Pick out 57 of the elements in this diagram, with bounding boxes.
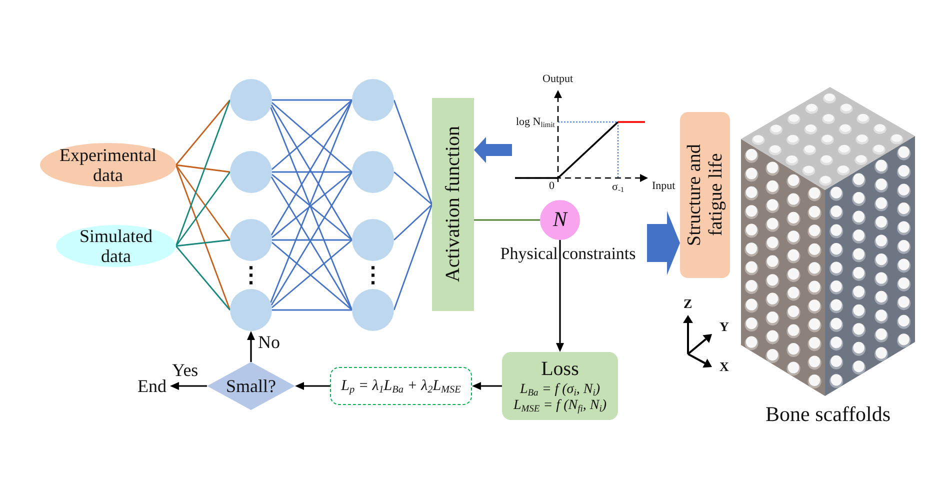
- connector-line: [393, 100, 433, 205]
- arrow: [295, 382, 330, 390]
- axis-title: Output: [542, 74, 574, 84]
- axis-label: X: [720, 360, 729, 372]
- connector-line: [272, 309, 352, 311]
- connector-line: [175, 164, 231, 240]
- box-heading: Loss: [541, 358, 579, 381]
- input-ellipse: Experimental data: [40, 143, 176, 187]
- end-text: End: [134, 375, 170, 397]
- neuron-circle: [230, 289, 272, 331]
- connector-line: [394, 204, 432, 241]
- connector-line: [176, 164, 230, 173]
- process-box: Activation function: [432, 98, 474, 311]
- axis-label: Z: [684, 296, 692, 310]
- tick-label: 0: [549, 180, 554, 192]
- neuron-circle: [230, 79, 272, 121]
- tick-label: σ$_{-1}$: [612, 182, 624, 192]
- loss-box: [502, 352, 618, 420]
- connector-line: [175, 100, 231, 166]
- edge-label: No: [257, 333, 281, 351]
- formula-box: L$_{p}$ = λ$_{1}$L$_{Ba}$ + λ$_{2}$L$_{MSE}$: [330, 367, 472, 405]
- neuron-circle: [352, 219, 394, 261]
- arrow: [170, 382, 207, 390]
- formula-text: L$_{Ba}$ = f (σ$_{i}$, N$_{i}$): [520, 382, 600, 398]
- axis-title: Input: [652, 180, 676, 192]
- arrow: [472, 382, 502, 390]
- constraint-circle: N: [540, 200, 580, 240]
- edge-label: Yes: [171, 361, 200, 379]
- connector-line: [393, 204, 433, 310]
- arrow: [247, 331, 255, 362]
- connector-line: [175, 246, 231, 310]
- formula-text: L$_{MSE}$ = f (N$_{fi}$, N$_{i}$): [513, 398, 607, 414]
- neuron-circle: [352, 289, 394, 331]
- connector-line: [176, 239, 230, 247]
- connector-line: [175, 164, 231, 310]
- connector-line: [394, 171, 432, 206]
- ellipsis: ⋮: [240, 264, 262, 286]
- connector-line: [272, 239, 352, 241]
- connector-line: [474, 219, 540, 221]
- neuron-circle: [230, 151, 272, 193]
- figure-caption: Bone scaffolds: [766, 404, 891, 424]
- ellipsis: ⋮: [362, 264, 384, 286]
- connector-line: [272, 171, 352, 173]
- block-arrow: [647, 211, 680, 275]
- connector-line: [175, 172, 231, 246]
- connector-line: [272, 99, 352, 101]
- input-ellipse: Simulated data: [56, 225, 176, 267]
- output-box: Structure and fatigue life: [680, 112, 730, 278]
- neuron-circle: [352, 79, 394, 121]
- neuron-circle: [352, 151, 394, 193]
- block-arrow: [474, 137, 512, 163]
- tick-label: log N$_{limit}$: [516, 116, 555, 128]
- axis-label: Y: [720, 320, 729, 332]
- neuron-circle: [230, 219, 272, 261]
- arrow: [556, 240, 564, 352]
- connector-line: [175, 100, 231, 246]
- node-caption: Physical constraints: [500, 245, 636, 264]
